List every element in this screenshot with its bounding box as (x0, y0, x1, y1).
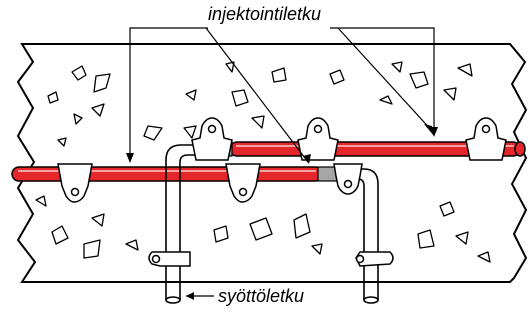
top-label: injektointiletku (208, 4, 321, 24)
clips-upper (191, 117, 507, 161)
bottom-label: syöttöletku (218, 286, 304, 306)
leader-arrowheads (126, 124, 438, 300)
clips-feed (148, 251, 394, 267)
left-feed-hose (165, 144, 216, 304)
concrete-slab (16, 43, 528, 283)
aggregate-stones (35, 61, 491, 263)
leader-lines (129, 27, 435, 297)
clips-lower (57, 163, 363, 203)
